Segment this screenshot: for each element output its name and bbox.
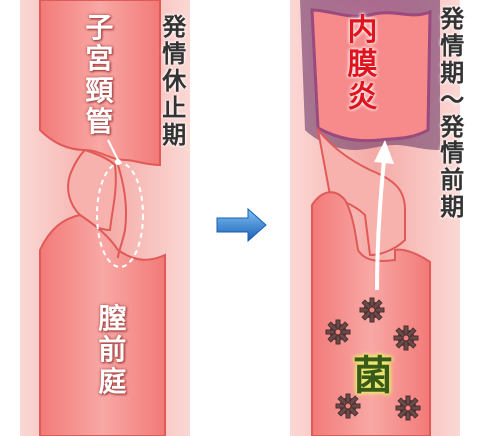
transition-arrow [216, 207, 267, 243]
right-upper-lumen [310, 8, 432, 143]
left-vagina-lumen [39, 213, 166, 436]
right-phase-label: 発情期～発情前期 [440, 5, 465, 222]
bacteria-gear-icon [325, 319, 351, 345]
left-tissue-diagram [20, 0, 190, 436]
right-cervix-canal [316, 126, 406, 257]
endometritis-label: 内膜炎 [347, 13, 378, 116]
cervical-canal-label: 子宮頸管 [85, 11, 114, 139]
leader-dot [115, 159, 121, 165]
bacteria-gear-icon [335, 393, 361, 419]
bacteria-gear-icon [393, 325, 419, 351]
left-phase-label: 発情休止期 [162, 13, 187, 149]
bacteria-gear-icon [395, 395, 421, 421]
bacteria-gears [325, 297, 421, 421]
left-cervical-lumen [39, 0, 161, 167]
leader-line [107, 139, 119, 161]
bacteria-gear-icon [359, 297, 385, 323]
ascending-infection-arrow [375, 159, 386, 291]
bacteria-label: 菌 [353, 353, 393, 399]
vestibule-label: 膣前庭 [98, 302, 127, 398]
